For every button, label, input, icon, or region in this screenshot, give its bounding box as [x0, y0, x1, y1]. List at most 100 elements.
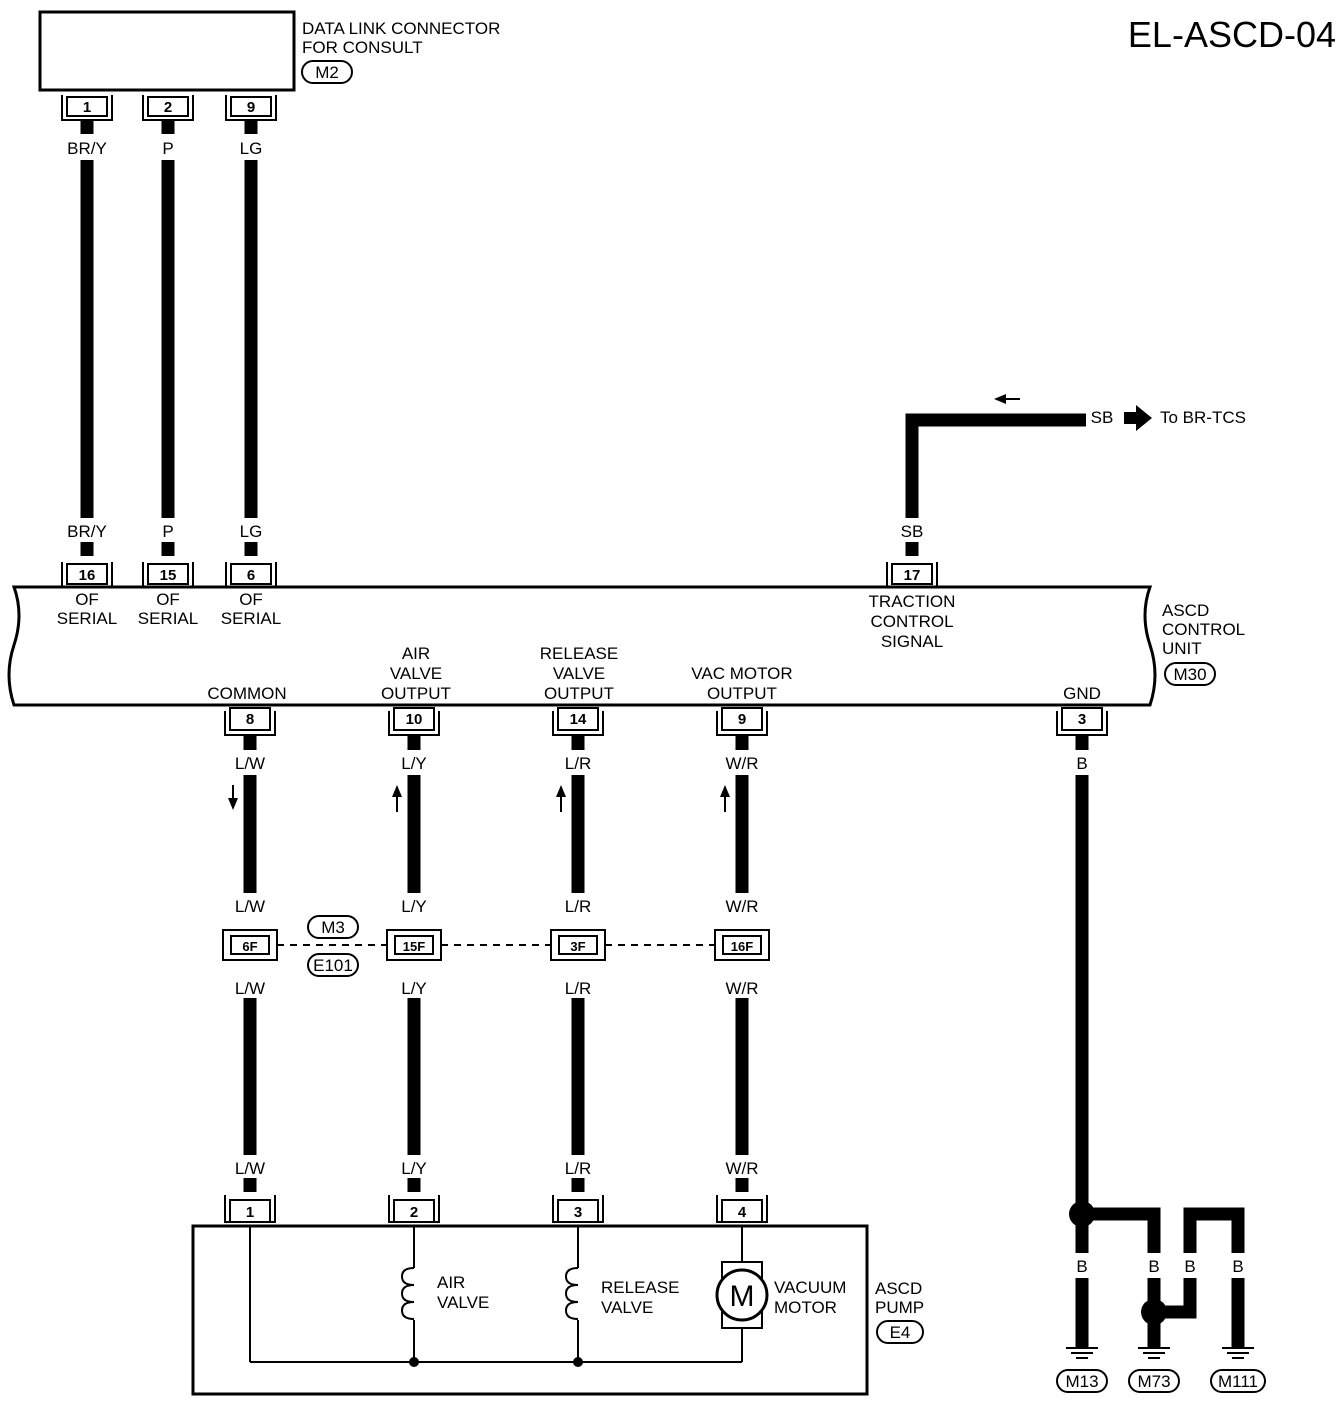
svg-text:OUTPUT: OUTPUT	[544, 684, 614, 703]
svg-text:SERIAL: SERIAL	[57, 609, 117, 628]
svg-text:B: B	[1076, 1257, 1087, 1276]
ground-circuit: 3 B B B B B M13	[1056, 707, 1266, 1393]
svg-text:VALVE: VALVE	[553, 664, 605, 683]
output-channel-vac-motor: 9 W/R W/R 16F W/R W/R 4	[714, 707, 770, 1223]
svg-text:TRACTION: TRACTION	[869, 592, 956, 611]
traction-wire-top-color: SB	[901, 522, 924, 541]
motor-icon	[715, 1268, 769, 1322]
svg-text:VALVE: VALVE	[437, 1293, 489, 1312]
svg-text:L/Y: L/Y	[401, 897, 427, 916]
wire-color-label: BR/Y	[67, 139, 107, 158]
unit-pin-16: 16 OF SERIAL	[57, 562, 117, 628]
svg-text:OF: OF	[239, 590, 263, 609]
dlc-pin-2: 2	[142, 95, 194, 121]
svg-text:B: B	[1148, 1257, 1159, 1276]
svg-text:L/Y: L/Y	[401, 1159, 427, 1178]
svg-text:ASCD: ASCD	[875, 1279, 922, 1298]
page-code: EL-ASCD-04	[1128, 14, 1336, 55]
svg-text:4: 4	[738, 1204, 747, 1221]
ascd-control-unit-body	[7, 585, 1157, 707]
wire-color-label: BR/Y	[67, 522, 107, 541]
arrow-up-icon	[720, 785, 730, 797]
svg-text:RELEASE: RELEASE	[540, 644, 618, 663]
svg-text:1: 1	[83, 99, 91, 116]
svg-text:VALVE: VALVE	[601, 1298, 653, 1317]
ground-id: M111	[1218, 1372, 1258, 1391]
svg-text:2: 2	[410, 1204, 418, 1221]
joint-connector: M3 E101	[277, 915, 715, 977]
svg-text:14: 14	[570, 711, 587, 728]
output-air-valve-label: AIR VALVE OUTPUT	[381, 644, 451, 703]
output-channel-release-valve: 14 L/R L/R 3F L/R L/R 3	[550, 707, 606, 1223]
svg-text:OF: OF	[156, 590, 180, 609]
data-link-connector: DATA LINK CONNECTOR FOR CONSULT M2 1 2 9	[38, 10, 500, 121]
svg-text:L/R: L/R	[565, 1159, 591, 1178]
svg-text:9: 9	[247, 99, 255, 116]
svg-text:PUMP: PUMP	[875, 1298, 924, 1317]
wire-color-label: LG	[240, 139, 263, 158]
svg-text:AIR: AIR	[402, 644, 430, 663]
dlc-pin-9: 9	[225, 95, 277, 121]
ground-id: M73	[1137, 1372, 1170, 1391]
svg-text:10: 10	[406, 711, 423, 728]
unit-pin-15: 15 OF SERIAL	[138, 562, 198, 628]
svg-text:L/R: L/R	[565, 897, 591, 916]
unit-pin-17: 17 TRACTION CONTROL SIGNAL	[869, 562, 956, 651]
svg-text:L/Y: L/Y	[401, 754, 427, 773]
svg-text:CONTROL: CONTROL	[1162, 620, 1245, 639]
svg-text:OUTPUT: OUTPUT	[381, 684, 451, 703]
ascd-pump-body	[191, 1224, 869, 1396]
dlc-pin-1: 1	[61, 95, 113, 121]
svg-text:L/W: L/W	[235, 754, 265, 773]
joint-connector-upper-id: M3	[321, 918, 345, 937]
svg-text:2: 2	[164, 99, 172, 116]
arrow-right-icon	[1124, 405, 1152, 431]
svg-text:9: 9	[738, 711, 746, 728]
wire-color-label: P	[162, 522, 173, 541]
svg-text:8: 8	[246, 711, 254, 728]
svg-text:W/R: W/R	[725, 1159, 758, 1178]
svg-text:17: 17	[904, 567, 921, 584]
wire-color-label: P	[162, 139, 173, 158]
output-release-valve-label: RELEASE VALVE OUTPUT	[540, 644, 618, 703]
joint-connector-lower-id: E101	[313, 956, 353, 975]
svg-text:B: B	[1232, 1257, 1243, 1276]
svg-text:UNIT: UNIT	[1162, 639, 1202, 658]
output-channel-common: 8 L/W L/W 6F L/W L/W 1	[222, 707, 278, 1223]
svg-text:RELEASE: RELEASE	[601, 1278, 679, 1297]
ground-symbol-icon	[1066, 1347, 1098, 1359]
output-channel-air-valve: 10 L/Y L/Y 15F L/Y L/Y 2	[386, 707, 442, 1223]
svg-text:W/R: W/R	[725, 979, 758, 998]
svg-text:W/R: W/R	[725, 754, 758, 773]
traction-wire-color: SB	[1091, 408, 1114, 427]
ascd-pump: AIR VALVE RELEASE VALVE M VACUUM MOTOR A…	[191, 1224, 924, 1396]
svg-text:3F: 3F	[570, 939, 585, 954]
svg-text:L/R: L/R	[565, 979, 591, 998]
ground-symbol-icon	[1138, 1347, 1170, 1359]
svg-text:VALVE: VALVE	[390, 664, 442, 683]
arrow-down-icon	[228, 798, 238, 810]
pump-connector-id: E4	[890, 1323, 911, 1342]
gnd-label: GND	[1063, 684, 1101, 703]
traction-control-wire: SB To BR-TCS SB	[901, 394, 1246, 556]
svg-text:VAC MOTOR: VAC MOTOR	[691, 664, 792, 683]
svg-text:B: B	[1184, 1257, 1195, 1276]
svg-text:L/W: L/W	[235, 897, 265, 916]
serial-wire-p: P P	[161, 120, 175, 556]
svg-text:1: 1	[246, 1204, 254, 1221]
svg-text:SERIAL: SERIAL	[138, 609, 198, 628]
release-valve-coil-icon	[564, 1267, 579, 1320]
svg-text:OF: OF	[75, 590, 99, 609]
svg-text:ASCD: ASCD	[1162, 601, 1209, 620]
svg-text:3: 3	[574, 1204, 582, 1221]
unit-pin-6: 6 OF SERIAL	[221, 562, 281, 628]
dlc-title-line1: DATA LINK CONNECTOR	[302, 19, 500, 38]
svg-text:16: 16	[79, 567, 96, 584]
svg-text:OUTPUT: OUTPUT	[707, 684, 777, 703]
dlc-connector-id-badge	[301, 60, 353, 84]
svg-text:L/W: L/W	[235, 979, 265, 998]
data-link-connector-body	[38, 10, 296, 92]
svg-text:W/R: W/R	[725, 897, 758, 916]
svg-text:B: B	[1076, 754, 1087, 773]
svg-text:15: 15	[160, 567, 177, 584]
